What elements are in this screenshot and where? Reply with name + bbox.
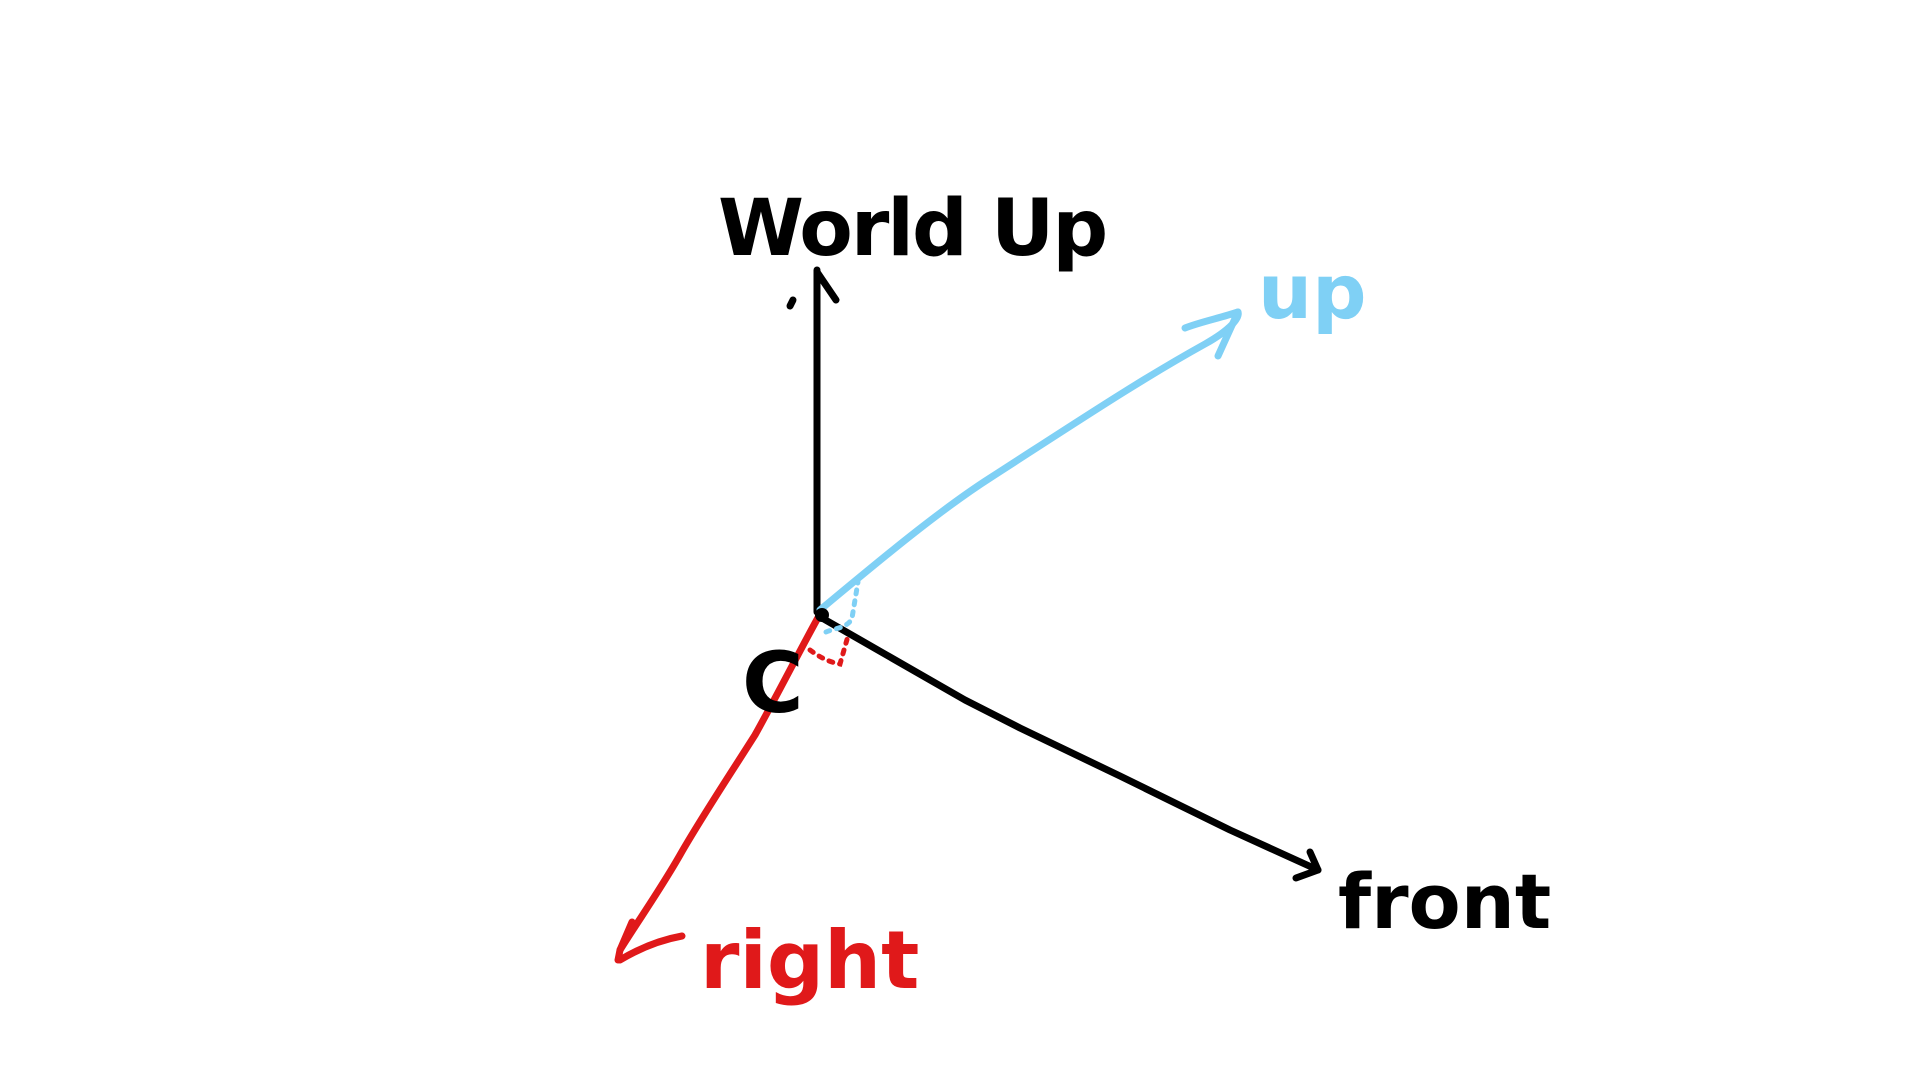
- front-label: front: [1338, 857, 1551, 946]
- right-vector: [614, 610, 824, 964]
- world-up-label: World Up: [718, 184, 1106, 274]
- world-up-arrowhead: [786, 268, 840, 310]
- right-angle-marker-up: [823, 579, 861, 635]
- right-angle-marker-right: [807, 633, 851, 667]
- up-shaft: [816, 308, 1242, 614]
- up-vector: [816, 308, 1242, 614]
- up-label: up: [1258, 247, 1367, 336]
- front-vector: [818, 614, 1322, 882]
- world-up-vector: [786, 266, 840, 616]
- right-arrowhead: [614, 918, 686, 964]
- origin-label: C: [742, 634, 804, 732]
- up-arrowhead: [1181, 308, 1242, 360]
- right-label: right: [700, 914, 919, 1007]
- right-shaft: [616, 610, 824, 954]
- front-shaft: [818, 614, 1322, 874]
- origin-point: [815, 608, 829, 622]
- front-arrowhead: [1292, 848, 1322, 882]
